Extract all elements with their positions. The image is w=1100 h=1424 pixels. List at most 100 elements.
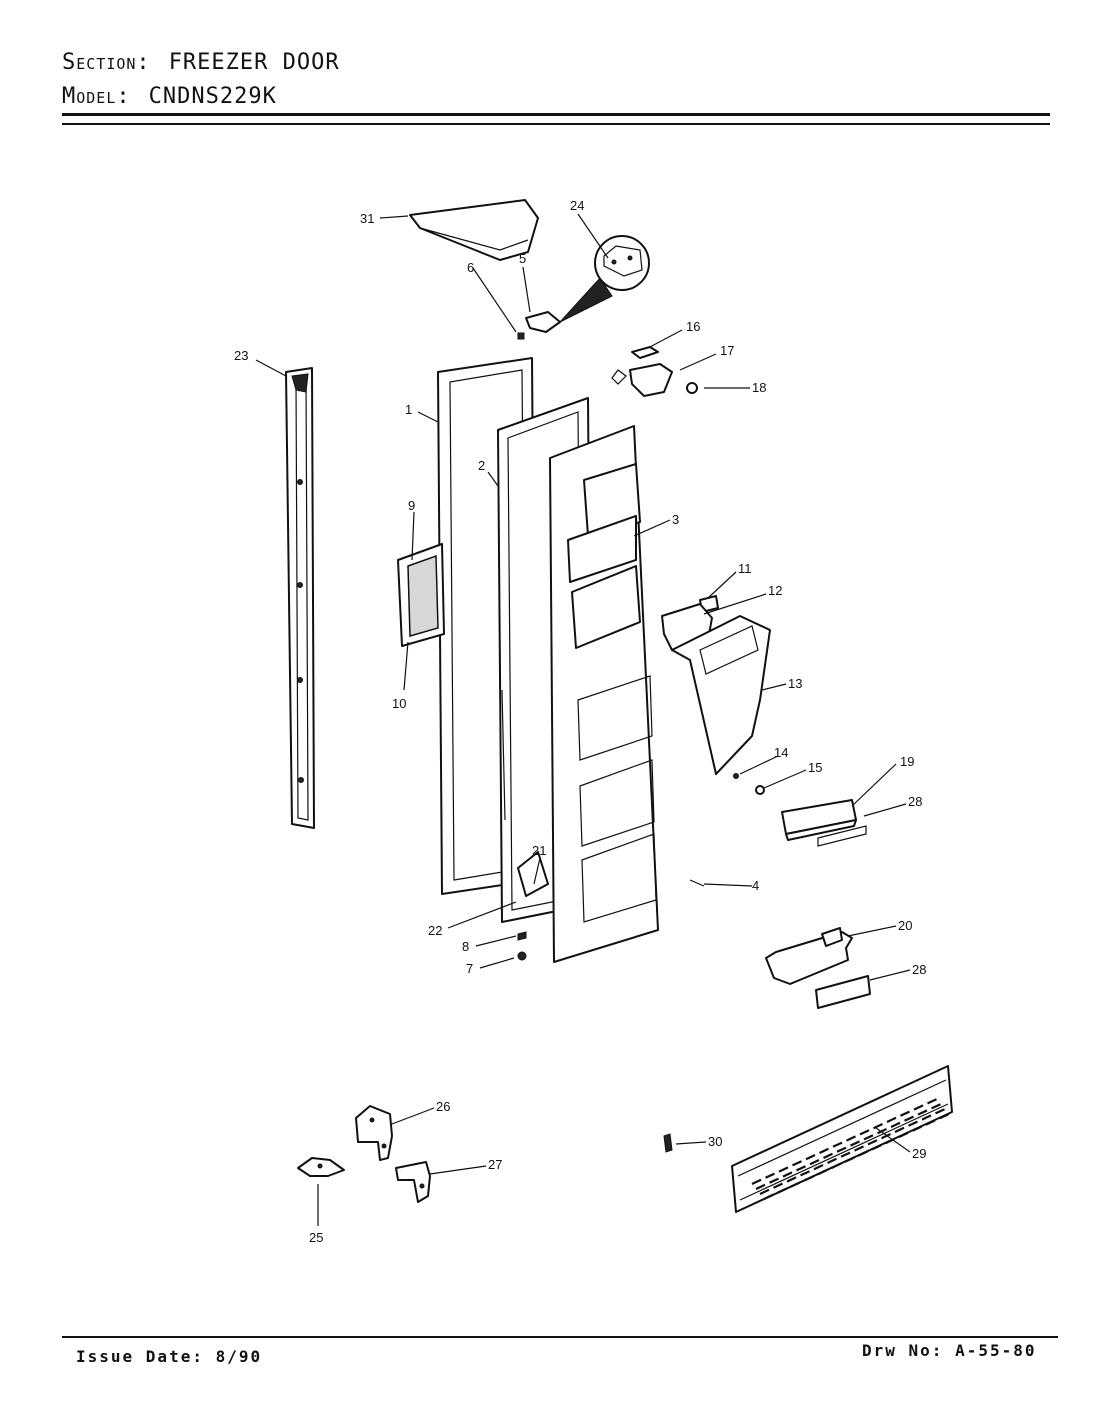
callout-8: 8: [462, 939, 469, 954]
callout-31: 31: [360, 211, 374, 226]
parts-7-8-screws: [517, 931, 527, 961]
callout-14: 14: [774, 745, 788, 760]
grille-slot: [796, 1165, 806, 1172]
part-29-kick-grille: [731, 1065, 953, 1213]
grille-slot: [831, 1162, 841, 1169]
callout-21: 21: [532, 843, 546, 858]
grille-slot: [877, 1128, 887, 1135]
grille-slot: [765, 1172, 775, 1179]
callout-1: 1: [405, 402, 412, 417]
grille-slot: [790, 1181, 801, 1188]
grille-slot: [817, 1169, 828, 1176]
grille-slot: [925, 1119, 936, 1126]
grille-slot: [939, 1113, 949, 1120]
part-4-clip: [689, 879, 705, 887]
part-31-top-cap: [409, 199, 539, 261]
grille-slot: [913, 1104, 924, 1111]
part-24-detail-magnifier: [559, 235, 650, 323]
part-20-lower-shelf-bar: [765, 927, 853, 985]
callout-30: 30: [708, 1134, 722, 1149]
part-26-upper-hinge-bracket: [355, 1105, 393, 1161]
callout-18: 18: [752, 380, 766, 395]
part-28-lower-trim-strip: [815, 975, 871, 1009]
grille-slot: [755, 1183, 766, 1190]
grille-slot: [859, 1129, 870, 1136]
part-3-door-liner: [549, 425, 659, 963]
callout-24: 24: [570, 198, 584, 213]
grille-slot: [912, 1125, 922, 1132]
part-25-hinge-plate: [297, 1157, 345, 1177]
grille-slot: [792, 1160, 802, 1167]
grille-slot: [836, 1146, 847, 1153]
callout-27: 27: [488, 1157, 502, 1172]
grille-slot: [927, 1098, 937, 1105]
grille-slot: [908, 1120, 918, 1127]
grille-slot: [917, 1109, 928, 1116]
callout-29: 29: [912, 1146, 926, 1161]
callout-leader-lines: [255, 213, 911, 1226]
callout-28-lower: 28: [912, 962, 926, 977]
model-value: CNDNS229K: [148, 84, 277, 109]
model-header: Model: CNDNS229K: [62, 84, 277, 109]
callout-20: 20: [898, 918, 912, 933]
header-rule-top: [62, 113, 1050, 116]
grille-slot: [759, 1188, 770, 1195]
drawing-number: Drw No: A-55-80: [862, 1341, 1037, 1360]
grille-slot: [898, 1131, 909, 1138]
grille-slot: [840, 1151, 851, 1158]
grille-slot: [804, 1175, 814, 1182]
callout-26: 26: [436, 1099, 450, 1114]
part-19-upper-shelf-bar: [781, 799, 857, 841]
model-label: Model:: [62, 84, 131, 109]
callout-19: 19: [900, 754, 914, 769]
part-30-screw: [663, 1133, 673, 1153]
grille-slot: [904, 1115, 914, 1122]
grille-slot: [786, 1176, 797, 1183]
grille-slot: [813, 1164, 824, 1171]
callout-17: 17: [720, 343, 734, 358]
grille-slot: [846, 1135, 856, 1142]
grille-slot: [823, 1152, 833, 1159]
callout-28-upper: 28: [908, 794, 922, 809]
grille-slot: [778, 1166, 789, 1173]
grille-slot: [773, 1182, 783, 1189]
callout-15: 15: [808, 760, 822, 775]
header-rule-bottom: [62, 123, 1050, 125]
grille-slot: [873, 1123, 883, 1130]
grille-slot: [832, 1141, 843, 1148]
grille-slot: [769, 1177, 779, 1184]
callout-4: 4: [752, 878, 759, 893]
section-value: FREEZER DOOR: [168, 50, 340, 75]
part-5-hinge-pin: [525, 311, 561, 333]
grille-slot: [805, 1154, 816, 1161]
grille-slot: [777, 1187, 787, 1194]
section-header: Section:FREEZER DOOR: [62, 50, 340, 75]
parts-9-10-dispenser-window: [397, 543, 445, 647]
grille-slot: [854, 1145, 864, 1152]
part-6-screw: [517, 332, 525, 340]
callout-25: 25: [309, 1230, 323, 1245]
callout-10: 10: [392, 696, 406, 711]
grille-slot: [894, 1126, 905, 1133]
part-28-upper-trim-strip: [817, 825, 867, 847]
grille-slot: [881, 1133, 891, 1140]
callout-16: 16: [686, 319, 700, 334]
grille-slot: [900, 1110, 910, 1117]
parts-21-22-chute: [517, 851, 549, 897]
parts-11-12-13-dispenser-cover: [661, 595, 771, 775]
grille-slot: [850, 1140, 860, 1147]
grille-slot: [886, 1116, 897, 1123]
callout-13: 13: [788, 676, 802, 691]
grille-slot: [763, 1193, 774, 1200]
parts-14-15-fasteners: [733, 773, 765, 795]
grille-slot: [867, 1139, 878, 1146]
grille-slot: [858, 1150, 868, 1157]
grille-slot: [782, 1171, 793, 1178]
callout-12: 12: [768, 583, 782, 598]
grille-slot: [863, 1134, 874, 1141]
parts-16-17-18-hardware: [611, 346, 698, 397]
callout-7: 7: [466, 961, 473, 976]
grille-slot: [809, 1159, 820, 1166]
